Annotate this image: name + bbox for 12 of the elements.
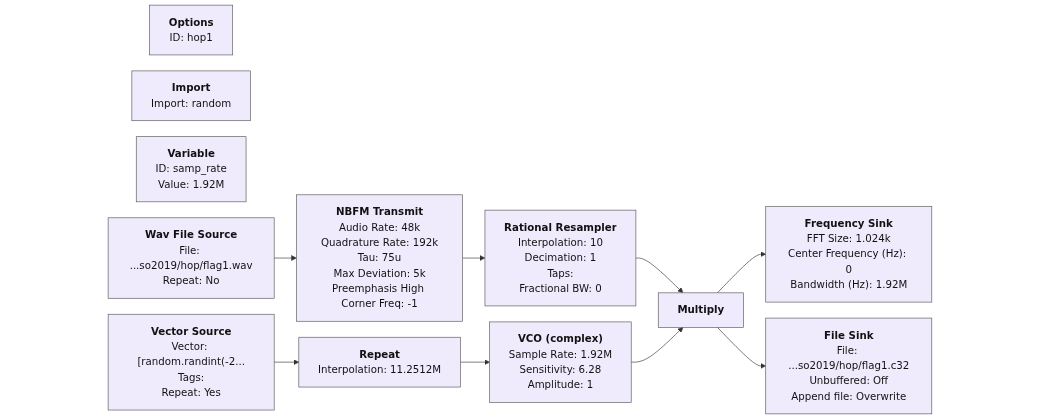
node-box: Frequency Sink FFT Size: 1.024k Center Frequency (Hz): 0 Bandwidth (Hz): 1.92M bbox=[764, 206, 932, 303]
node-box: File Sink File: ...so2019/hop/flag1.c32 Unbuffered: Off Append file: Overwrite bbox=[764, 317, 932, 415]
node-box: Options ID: hop1 bbox=[148, 4, 233, 56]
node-box: VCO (complex) Sample Rate: 1.92M Sensitivity: 6.28 Amplitude: 1 bbox=[488, 321, 632, 403]
node-box: Variable ID: samp_rate Value: 1.92M bbox=[135, 136, 246, 203]
node-box: Wav File Source File: ...so2019/hop/flag1.wav Repeat: No bbox=[107, 217, 275, 299]
node-box: Multiply bbox=[657, 292, 744, 328]
node-box: Vector Source Vector: [random.randint(-2... Tags: Repeat: Yes bbox=[107, 313, 275, 411]
node-box: Repeat Interpolation: 11.2512M bbox=[298, 336, 461, 388]
node-box: Import Import: random bbox=[131, 70, 251, 122]
node-box: Rational Resampler Interpolation: 10 Decimation: 1 Taps: Fractional BW: 0 bbox=[484, 209, 636, 307]
node-box: NBFM Transmit Audio Rate: 48k Quadrature Rate: 192k Tau: 75u Max Deviation: 5k Preemphasis High Corner Freq: -1 bbox=[295, 194, 463, 322]
